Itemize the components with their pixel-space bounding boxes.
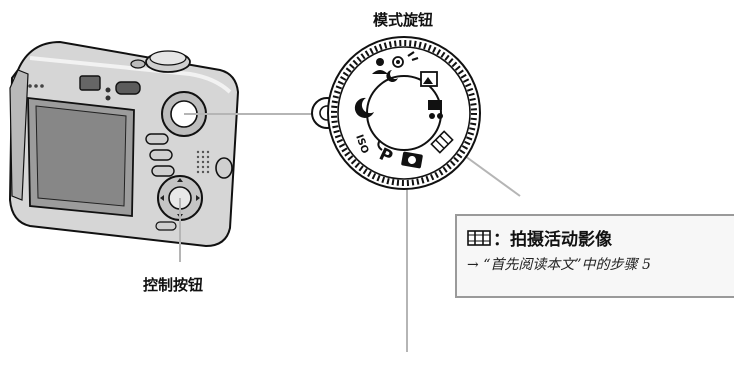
callout-title: ：拍摄活动影像 [493, 230, 612, 250]
control-button-label: 控制按钮 [143, 276, 204, 294]
film-icon [467, 229, 491, 246]
high-sensitivity-icon [428, 100, 442, 110]
callout-header: ：拍摄活动影像 [467, 225, 612, 250]
callout-reference-text: “首先阅读本文”中的步骤 5 [483, 257, 651, 273]
scene-mode-icon [377, 139, 383, 151]
dial-title: 模式旋钮 [373, 11, 434, 29]
portrait-mode-icon [376, 58, 384, 66]
movie-mode-icon [430, 130, 454, 154]
callout-box: ：拍摄活动影像 → “首先阅读本文”中的步骤 5 [455, 214, 734, 298]
camera-illustration [8, 40, 240, 248]
callout-arrow: → [467, 257, 479, 273]
twilight-mode-icon [354, 97, 374, 118]
callout-body: → “首先阅读本文”中的步骤 5 [467, 255, 727, 275]
leader-lines [179, 113, 521, 352]
auto-mode-icon [401, 151, 423, 169]
mode-dial: P ISO [311, 36, 481, 190]
